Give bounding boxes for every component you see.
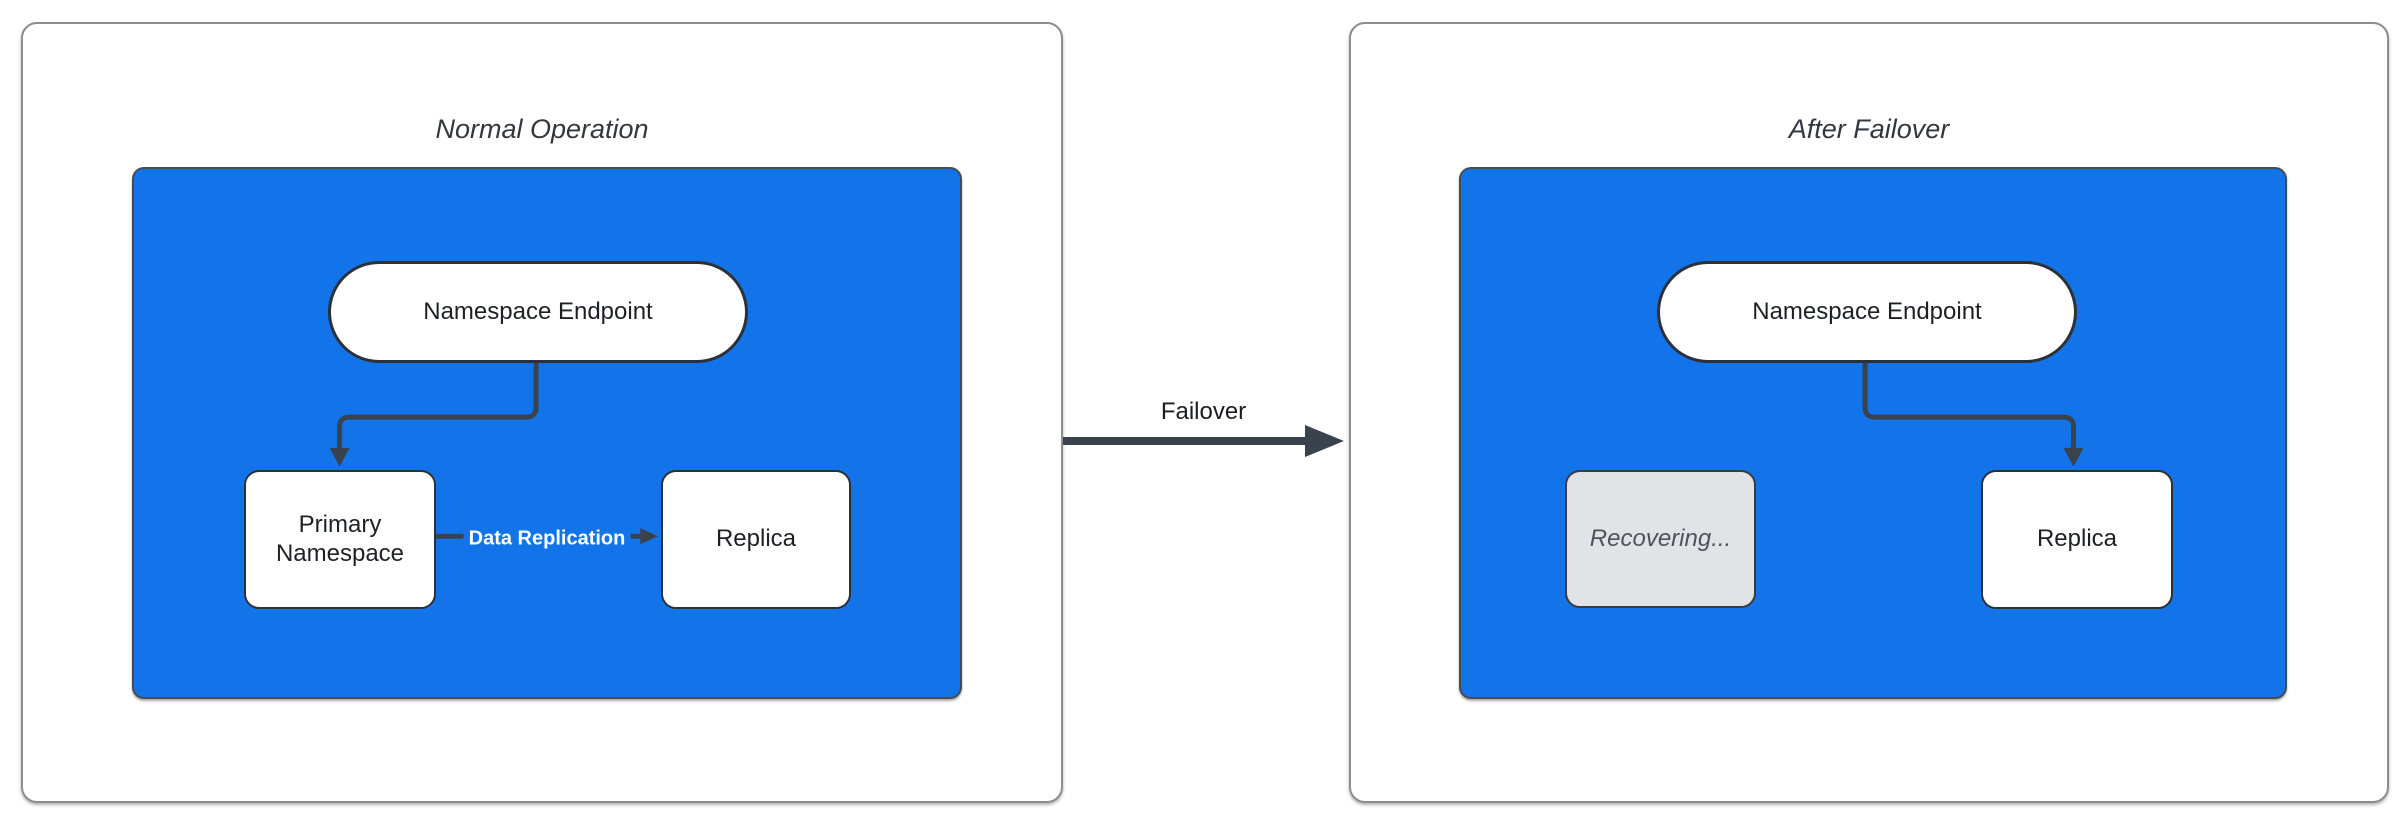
node-label: Replica <box>715 525 797 553</box>
arrowhead-down-icon <box>329 447 350 467</box>
failover-arrow <box>1063 425 1344 457</box>
node-label: Namespace Endpoint <box>423 297 653 325</box>
node-replica: Replica <box>1981 470 2173 609</box>
node-label: Recovering... <box>1589 524 1732 552</box>
panel-title: After Failover <box>1788 114 1950 144</box>
arrowhead-right-icon <box>640 528 659 545</box>
panel-after-failover: After Failover Namespace Endpoint Recove… <box>1349 22 2389 803</box>
node-recovering: Recovering... <box>1565 470 1756 608</box>
connector-lines <box>329 361 659 545</box>
connector-lines <box>1862 361 2084 467</box>
endpoint-to-replica-connector <box>1862 361 2076 449</box>
node-label: Namespace Endpoint <box>1752 297 1982 325</box>
failover-transition: Failover <box>1063 398 1344 462</box>
node-namespace-endpoint: Namespace Endpoint <box>1657 261 2077 363</box>
replication-edge-label: Data Replication <box>463 526 631 552</box>
arrowhead-right-icon <box>1305 425 1344 457</box>
panel-title: Normal Operation <box>435 114 649 144</box>
node-primary-namespace: Primary Namespace <box>244 470 436 609</box>
node-replica: Replica <box>661 470 851 609</box>
arrowhead-down-icon <box>2063 447 2084 467</box>
failover-label: Failover <box>1160 398 1247 425</box>
node-namespace-endpoint: Namespace Endpoint <box>328 261 748 363</box>
node-label: Replica <box>2036 525 2118 553</box>
endpoint-to-primary-connector <box>337 361 539 449</box>
panel-normal-operation: Normal Operation Namespace Endpoint Prim… <box>21 22 1063 803</box>
namespace-cluster: Namespace Endpoint Recovering... Replica <box>1459 167 2287 699</box>
namespace-cluster: Namespace Endpoint Primary Namespace Rep… <box>132 167 962 699</box>
node-label: Primary Namespace <box>275 511 405 567</box>
